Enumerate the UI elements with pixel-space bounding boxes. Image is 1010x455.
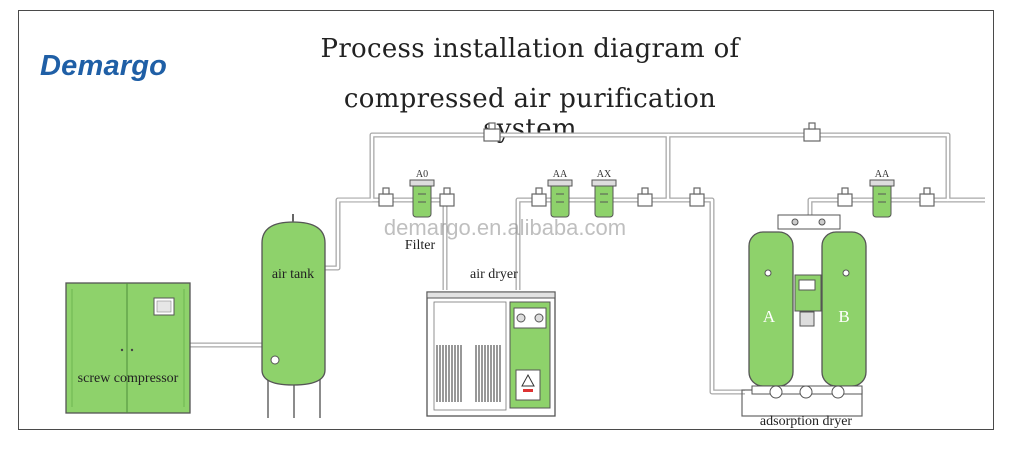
filter-a0: A0: [409, 169, 435, 218]
valve-icons: [378, 122, 935, 207]
valve-icon: [689, 187, 705, 207]
filter-tag-ax: AX: [597, 169, 612, 180]
adsorption-dryer-label: adsorption dryer: [760, 414, 852, 429]
filter-ax: AX: [591, 169, 617, 218]
valve-icon: [439, 187, 455, 207]
filter-tag-aa-2: AA: [875, 169, 890, 180]
adsorption-dryer: A B adsorption dryer: [741, 214, 867, 429]
valve-icon: [919, 187, 935, 207]
air-tank: air tank: [261, 214, 326, 418]
tower-b-label: B: [838, 307, 849, 326]
valve-icon: [837, 187, 853, 207]
filter-label: Filter: [405, 238, 436, 253]
valve-icon: [803, 122, 821, 142]
valve-icon: [531, 187, 547, 207]
diagram-frame: [18, 10, 994, 430]
brand-logo: Demargo: [40, 50, 168, 82]
valve-icon: [483, 122, 501, 142]
title-line-1: Process installation diagram of: [320, 34, 740, 64]
screw-compressor-label: screw compressor: [78, 371, 179, 386]
tower-a-label: A: [763, 307, 776, 326]
watermark: demargo.en.alibaba.com: [384, 215, 626, 240]
air-dryer-label: air dryer: [470, 267, 518, 282]
filter-tag-a0: A0: [416, 169, 428, 180]
valve-icon: [378, 187, 394, 207]
filter-aa: AA: [547, 169, 573, 218]
air-tank-label: air tank: [272, 267, 314, 282]
air-dryer: air dryer: [426, 267, 556, 417]
screw-compressor: screw compressor: [65, 282, 191, 414]
valve-icon: [637, 187, 653, 207]
filter-tag-aa: AA: [553, 169, 568, 180]
filter-aa-2: AA: [869, 169, 895, 218]
